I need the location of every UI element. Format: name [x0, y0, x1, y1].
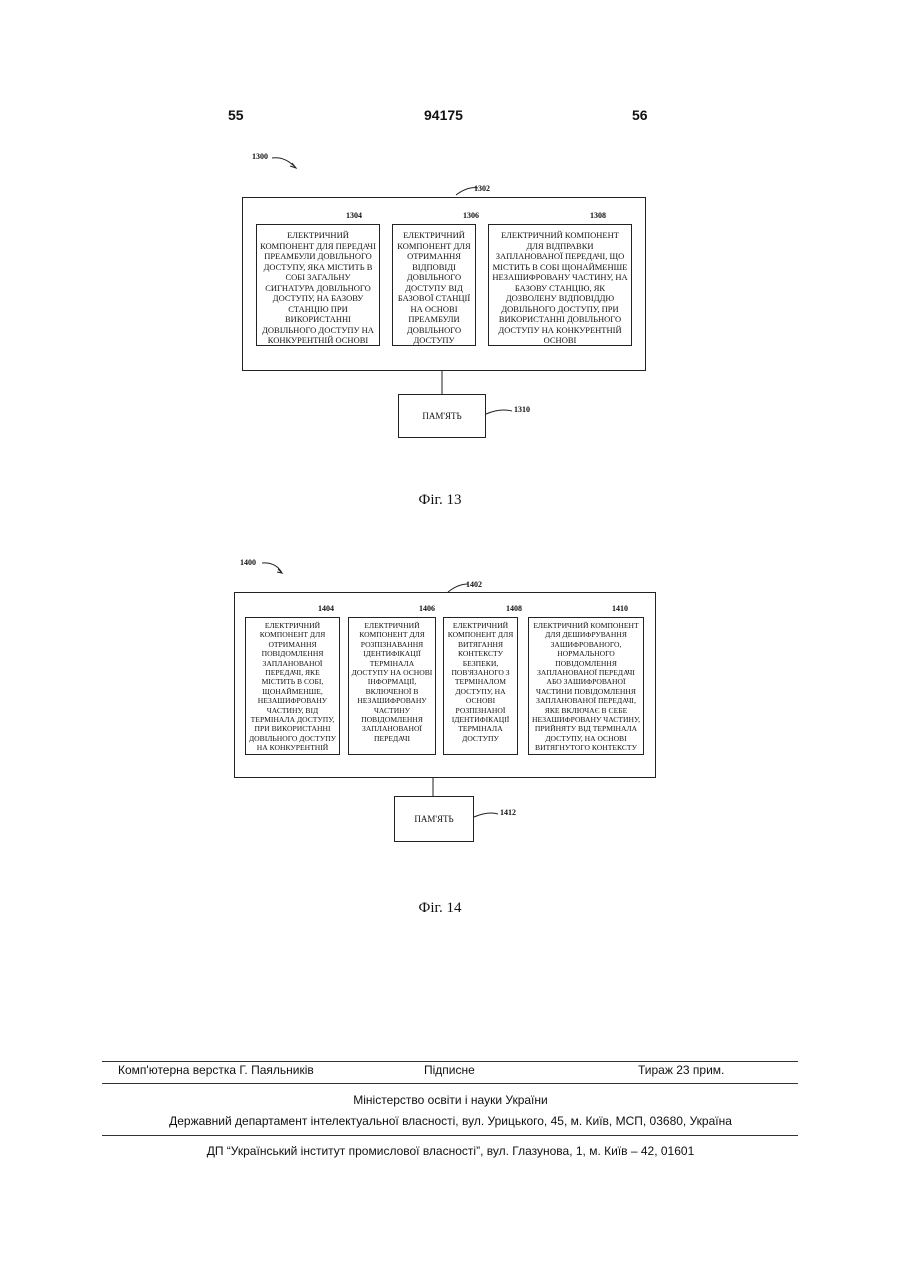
fig14-ref-main: 1400 [240, 558, 256, 567]
fig14-ref-arrow [262, 563, 282, 573]
footer-department: Державний департамент інтелектуальної вл… [0, 1114, 901, 1128]
footer-ministry: Міністерство освіти і науки України [0, 1093, 901, 1107]
footer-circulation: Тираж 23 прим. [638, 1063, 724, 1077]
fig13-component-3: ЕЛЕКТРИЧНИЙ КОМПОНЕНТ ДЛЯ ВІДПРАВКИ ЗАПЛ… [488, 224, 632, 346]
fig14-component-4: ЕЛЕКТРИЧНИЙ КОМПОНЕНТ ДЛЯ ДЕШИФРУВАННЯ З… [528, 617, 644, 755]
footer-rule-top [102, 1061, 798, 1062]
fig13-ref-component-1: 1304 [346, 211, 362, 220]
fig14-component-1: ЕЛЕКТРИЧНИЙ КОМПОНЕНТ ДЛЯ ОТРИМАННЯ ПОВІ… [245, 617, 340, 755]
footer-rule-middle [102, 1083, 798, 1084]
fig13-ref-component-2: 1306 [463, 211, 479, 220]
fig14-ref-outer: 1402 [466, 580, 482, 589]
fig14-ref-component-3: 1408 [506, 604, 522, 613]
fig14-caption: Фіг. 14 [380, 900, 500, 917]
fig14-memory-ref: 1412 [500, 808, 516, 817]
footer-signed: Підписне [424, 1063, 475, 1077]
fig13-memory-leader [486, 410, 512, 414]
footer-typesetting: Комп'ютерна верстка Г. Паяльників [118, 1063, 314, 1077]
fig13-ref-outer: 1302 [474, 184, 490, 193]
fig13-memory-box: ПАМ'ЯТЬ [398, 394, 486, 438]
fig14-ref-component-1: 1404 [318, 604, 334, 613]
fig14-ref-component-2: 1406 [419, 604, 435, 613]
fig14-outer-leader [448, 584, 468, 592]
fig14-memory-box: ПАМ'ЯТЬ [394, 796, 474, 842]
footer-rule-bottom [102, 1135, 798, 1136]
fig14-ref-component-4: 1410 [612, 604, 628, 613]
fig13-ref-component-3: 1308 [590, 211, 606, 220]
fig13-memory-ref: 1310 [514, 405, 530, 414]
footer-institute: ДП “Український інститут промислової вла… [0, 1144, 901, 1158]
fig14-component-2: ЕЛЕКТРИЧНИЙ КОМПОНЕНТ ДЛЯ РОЗПІЗНАВАННЯ … [348, 617, 436, 755]
fig14-memory-leader [474, 813, 498, 817]
fig13-caption: Фіг. 13 [380, 492, 500, 509]
fig13-component-2: ЕЛЕКТРИЧНИЙ КОМПОНЕНТ ДЛЯ ОТРИМАННЯ ВІДП… [392, 224, 476, 346]
fig14-component-3: ЕЛЕКТРИЧНИЙ КОМПОНЕНТ ДЛЯ ВИТЯГАННЯ КОНТ… [443, 617, 518, 755]
fig13-ref-main: 1300 [252, 152, 268, 161]
fig13-component-1: ЕЛЕКТРИЧНИЙ КОМПОНЕНТ ДЛЯ ПЕРЕДАЧІ ПРЕАМ… [256, 224, 380, 346]
